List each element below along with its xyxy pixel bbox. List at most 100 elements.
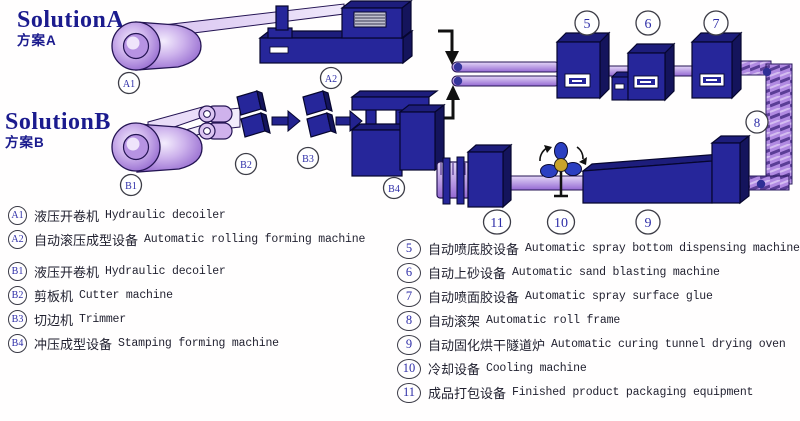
svg-text:A1: A1 [123, 79, 135, 90]
legend-item-b4: B4 冲压成型设备 Stamping forming machine [8, 332, 365, 355]
svg-text:9: 9 [645, 216, 652, 231]
legend-cn-11: 成品打包设备 [428, 386, 507, 401]
solution-b-title-block: SolutionB 方案B [5, 110, 111, 150]
legend-en-7: Automatic spray surface glue [525, 290, 713, 303]
legend-group-gap [8, 252, 365, 260]
label-b2: B2 [234, 152, 258, 176]
svg-text:A2: A2 [325, 74, 337, 85]
legend-badge-10: 10 [397, 358, 421, 379]
roller-dot [762, 67, 772, 77]
solution-a-title: SolutionA [17, 7, 125, 33]
legend-cn-b3: 切边机 [34, 313, 74, 328]
rolling-forming-machine-a2 [258, 0, 414, 65]
legend-en-9: Automatic curing tunnel drying oven [551, 338, 786, 351]
legend-item-5: 5 自动喷底胶设备 Automatic spray bottom dispens… [397, 237, 800, 260]
machine-grille [353, 11, 387, 28]
legend-badge-a2: A2 [8, 230, 27, 249]
legend-item-b3: B3 切边机 Trimmer [8, 308, 365, 331]
legend-item-a1: A1 液压开卷机 Hydraulic decoiler [8, 204, 365, 227]
solution-a-title-block: SolutionA 方案A [17, 8, 124, 48]
legend-en-8: Automatic roll frame [486, 314, 621, 327]
spray-bottom-machine-5 [555, 31, 611, 100]
roller-dot [756, 179, 766, 189]
legend-badge-b4: B4 [8, 334, 27, 353]
hydraulic-decoiler-b1 [111, 122, 203, 173]
legend-en-b3: Trimmer [79, 313, 126, 326]
flow-arrow-b3-b4 [335, 109, 363, 133]
label-9: 9 [635, 209, 661, 235]
label-8: 8 [745, 110, 769, 134]
strip-end-dot [453, 76, 463, 86]
cooling-fan-10 [539, 142, 587, 198]
legend-en-a2: Automatic rolling forming machine [144, 233, 366, 246]
machine-slot [269, 46, 289, 54]
legend-en-b2: Cutter machine [79, 289, 173, 302]
svg-text:8: 8 [754, 115, 761, 130]
machinery-drawing: A1 A2 B1 B2 B3 B4 5 6 [111, 0, 793, 235]
legend-cn-b1: 液压开卷机 [34, 265, 100, 280]
label-5: 5 [574, 10, 600, 36]
legend-en-5: Automatic spray bottom dispensing machin… [525, 242, 800, 255]
svg-text:6: 6 [645, 17, 652, 32]
legend-cn-5: 自动喷底胶设备 [428, 242, 520, 257]
legend-item-11: 11 成品打包设备 Finished product packaging equ… [397, 381, 800, 404]
legend-item-b1: B1 液压开卷机 Hydraulic decoiler [8, 260, 365, 283]
label-a2: A2 [319, 66, 343, 90]
solution-b-title: SolutionB [5, 109, 111, 135]
pinch-rollers [198, 105, 233, 140]
legend-cn-10: 冷却设备 [428, 362, 481, 377]
legend-stations: 5 自动喷底胶设备 Automatic spray bottom dispens… [397, 237, 800, 405]
label-7: 7 [703, 10, 729, 36]
legend-cn-6: 自动上砂设备 [428, 266, 507, 281]
label-6: 6 [635, 10, 661, 36]
label-a1: A1 [117, 71, 141, 95]
legend-badge-a1: A1 [8, 206, 27, 225]
legend-badge-b1: B1 [8, 262, 27, 281]
svg-text:7: 7 [713, 17, 720, 32]
legend-en-b1: Hydraulic decoiler [105, 265, 226, 278]
legend-item-a2: A2 自动滚压成型设备 Automatic rolling forming ma… [8, 228, 365, 251]
svg-text:B2: B2 [240, 160, 252, 171]
legend-cn-b4: 冲压成型设备 [34, 337, 113, 352]
fan-blade [554, 142, 568, 160]
legend-item-8: 8 自动滚架 Automatic roll frame [397, 309, 800, 332]
legend-item-9: 9 自动固化烘干隧道炉 Automatic curing tunnel dryi… [397, 333, 800, 356]
merge-strips [451, 61, 561, 87]
spray-surface-glue-machine-7 [690, 31, 743, 100]
legend-en-6: Automatic sand blasting machine [512, 266, 720, 279]
svg-text:B3: B3 [302, 154, 314, 165]
svg-text:11: 11 [490, 216, 503, 231]
cutter-machine-b2 [236, 90, 271, 138]
legend-cn-8: 自动滚架 [428, 314, 481, 329]
svg-text:5: 5 [584, 17, 591, 32]
sand-blasting-machine-6 [610, 42, 676, 102]
legend-cn-7: 自动喷面胶设备 [428, 290, 520, 305]
legend-badge-5: 5 [397, 238, 421, 259]
roll-frame-8 [732, 60, 793, 191]
svg-text:10: 10 [554, 216, 568, 231]
legend-badge-b3: B3 [8, 310, 27, 329]
fan-stand [554, 168, 568, 198]
strip-guide-post [275, 5, 289, 31]
legend-badge-6: 6 [397, 262, 421, 283]
label-b4: B4 [382, 176, 406, 200]
legend-cn-9: 自动固化烘干隧道炉 [428, 338, 546, 353]
packaging-machine-11 [436, 143, 513, 209]
finished-product-coil [436, 156, 471, 205]
legend-item-10: 10 冷却设备 Cooling machine [397, 357, 800, 380]
trimmer-machine-b3 [302, 90, 337, 138]
legend-badge-8: 8 [397, 310, 421, 331]
legend-item-7: 7 自动喷面胶设备 Automatic spray surface glue [397, 285, 800, 308]
belt-11-to-9 [506, 175, 588, 191]
legend-en-11: Finished product packaging equipment [512, 386, 754, 399]
legend-solutions: A1 液压开卷机 Hydraulic decoiler A2 自动滚压成型设备 … [8, 204, 365, 356]
legend-item-b2: B2 剪板机 Cutter machine [8, 284, 365, 307]
legend-cn-a1: 液压开卷机 [34, 209, 100, 224]
hydraulic-decoiler-a1 [111, 21, 202, 71]
legend-item-6: 6 自动上砂设备 Automatic sand blasting machine [397, 261, 800, 284]
legend-en-a1: Hydraulic decoiler [105, 209, 226, 222]
strip-end-dot [453, 62, 463, 72]
label-11: 11 [482, 209, 512, 235]
flow-arrow-b2-b3 [271, 109, 301, 133]
